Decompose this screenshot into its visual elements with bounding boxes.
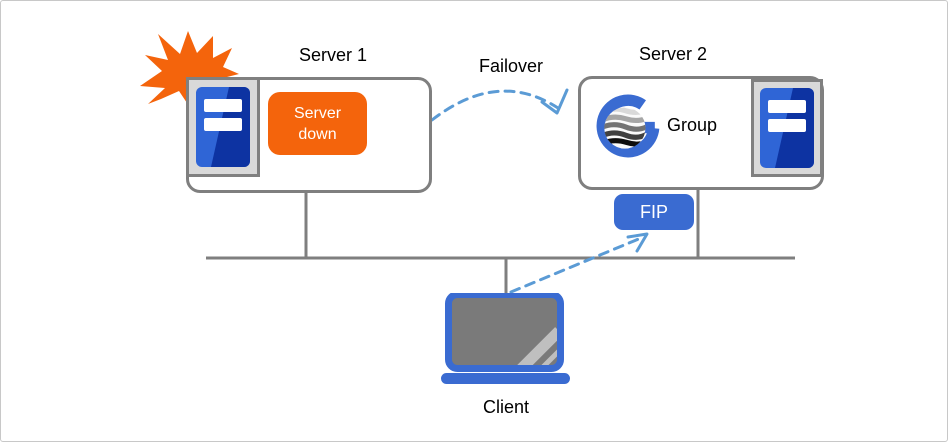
client-to-fip-arrow bbox=[509, 236, 643, 294]
server2-title: Server 2 bbox=[638, 44, 708, 64]
failover-arrowhead-icon bbox=[540, 88, 569, 115]
fip-badge: FIP bbox=[614, 194, 694, 230]
server-icon bbox=[196, 87, 250, 167]
failover-label: Failover bbox=[478, 56, 544, 76]
server-icon bbox=[760, 88, 814, 168]
group-label: Group bbox=[667, 115, 718, 135]
client-label: Client bbox=[482, 397, 530, 417]
server2-icon-square bbox=[751, 79, 823, 177]
group-logo-icon bbox=[595, 93, 661, 159]
failover-arc bbox=[430, 89, 560, 122]
server-down-badge: Server down bbox=[268, 92, 367, 155]
server1-icon-square bbox=[186, 77, 260, 177]
laptop-icon bbox=[441, 293, 571, 388]
server1-title: Server 1 bbox=[298, 45, 368, 65]
client-arrowhead-icon bbox=[626, 232, 649, 253]
